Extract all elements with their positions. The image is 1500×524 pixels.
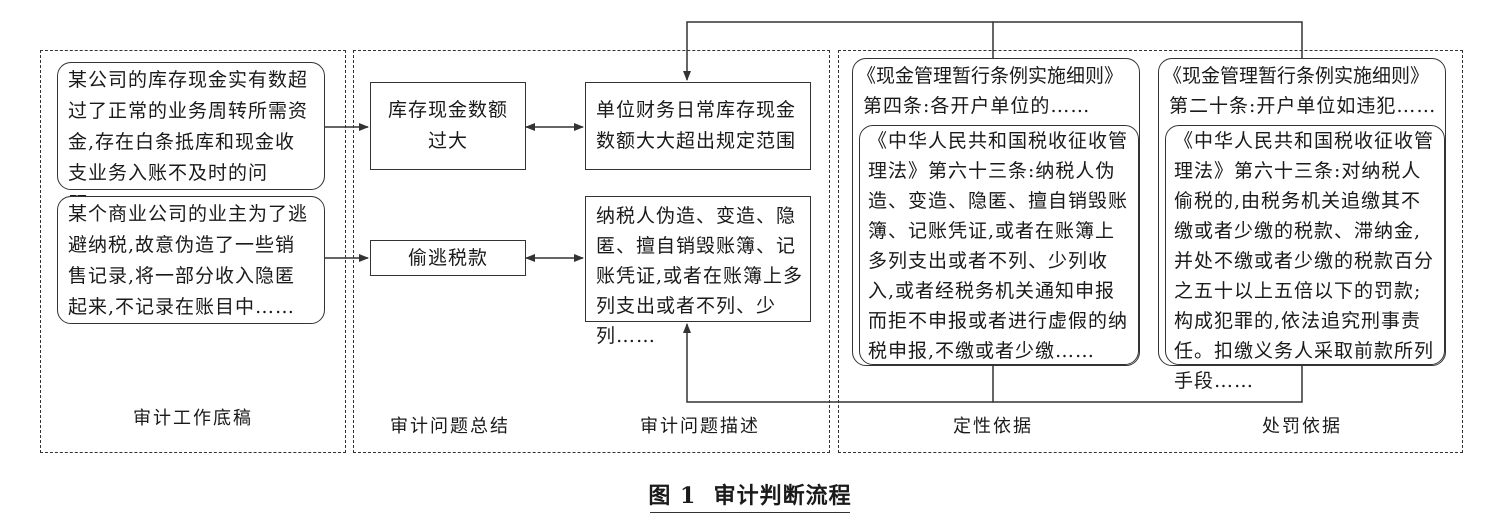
label-qualitative-basis: 定性依据 [953, 416, 1033, 437]
penalty-basis-stack: 《现金管理暂行条例实施细则》 第二十条:开户单位如违犯…… 《中华人民共和国税收… [1158, 58, 1446, 392]
penalty-rule-title: 《现金管理暂行条例实施细则》 [1163, 65, 1430, 87]
label-problem-summary: 审计问题总结 [390, 416, 510, 437]
qualitative-rule-text: 第四条:各开户单位的…… [863, 95, 1091, 117]
arrow-bottom-into-description2 [683, 323, 993, 403]
arrow-basis-to-description2 [992, 366, 1303, 403]
label-problem-description: 审计问题描述 [640, 416, 760, 437]
work-paper-case-2: 某个商业公司的业主为了逃避纳税,故意伪造了一些销售记录,将一部分收入隐匿起来,不… [57, 196, 325, 324]
label-work-papers: 审计工作底稿 [133, 408, 253, 429]
work-paper-case-1: 某公司的库存现金实有数超过了正常的业务周转所需资金,存在白条抵库和现金收支业务入… [57, 62, 325, 215]
section-summary-description [353, 50, 830, 453]
figure-caption: 图 1 审计判断流程 [648, 483, 852, 509]
qualitative-basis-stack: 《现金管理暂行条例实施细则》 第四条:各开户单位的…… 《中华人民共和国税收征收… [852, 58, 1140, 366]
summary-tax-evasion: 偷逃税款 [370, 240, 526, 276]
qualitative-law-text: 《中华人民共和国税收征收管理法》第六十三条:纳税人伪造、变造、隐匿、擅自销毁账簿… [859, 125, 1139, 365]
arrow-basis-to-description1 [992, 21, 1303, 58]
penalty-law-text: 《中华人民共和国税收征收管理法》第六十三条:对纳税人偷税的,由税务机关追缴其不缴… [1165, 125, 1445, 392]
description-cash-excess: 单位财务日常库存现金数额大大超出规定范围 [585, 82, 811, 170]
label-penalty-basis: 处罚依据 [1262, 416, 1342, 437]
penalty-rule-text: 第二十条:开户单位如违犯…… [1169, 95, 1437, 117]
description-tax-evasion: 纳税人伪造、变造、隐匿、擅自销毁账簿、记账凭证,或者在账簿上多列支出或者不列、少… [585, 196, 811, 347]
summary-cash-excess: 库存现金数额过大 [370, 82, 526, 170]
caption-underline [650, 512, 850, 513]
section-work-papers [40, 50, 346, 453]
arrow-top-into-description1 [683, 21, 993, 81]
section-basis [838, 50, 1463, 453]
qualitative-rule-title: 《现金管理暂行条例实施细则》 [857, 65, 1124, 87]
